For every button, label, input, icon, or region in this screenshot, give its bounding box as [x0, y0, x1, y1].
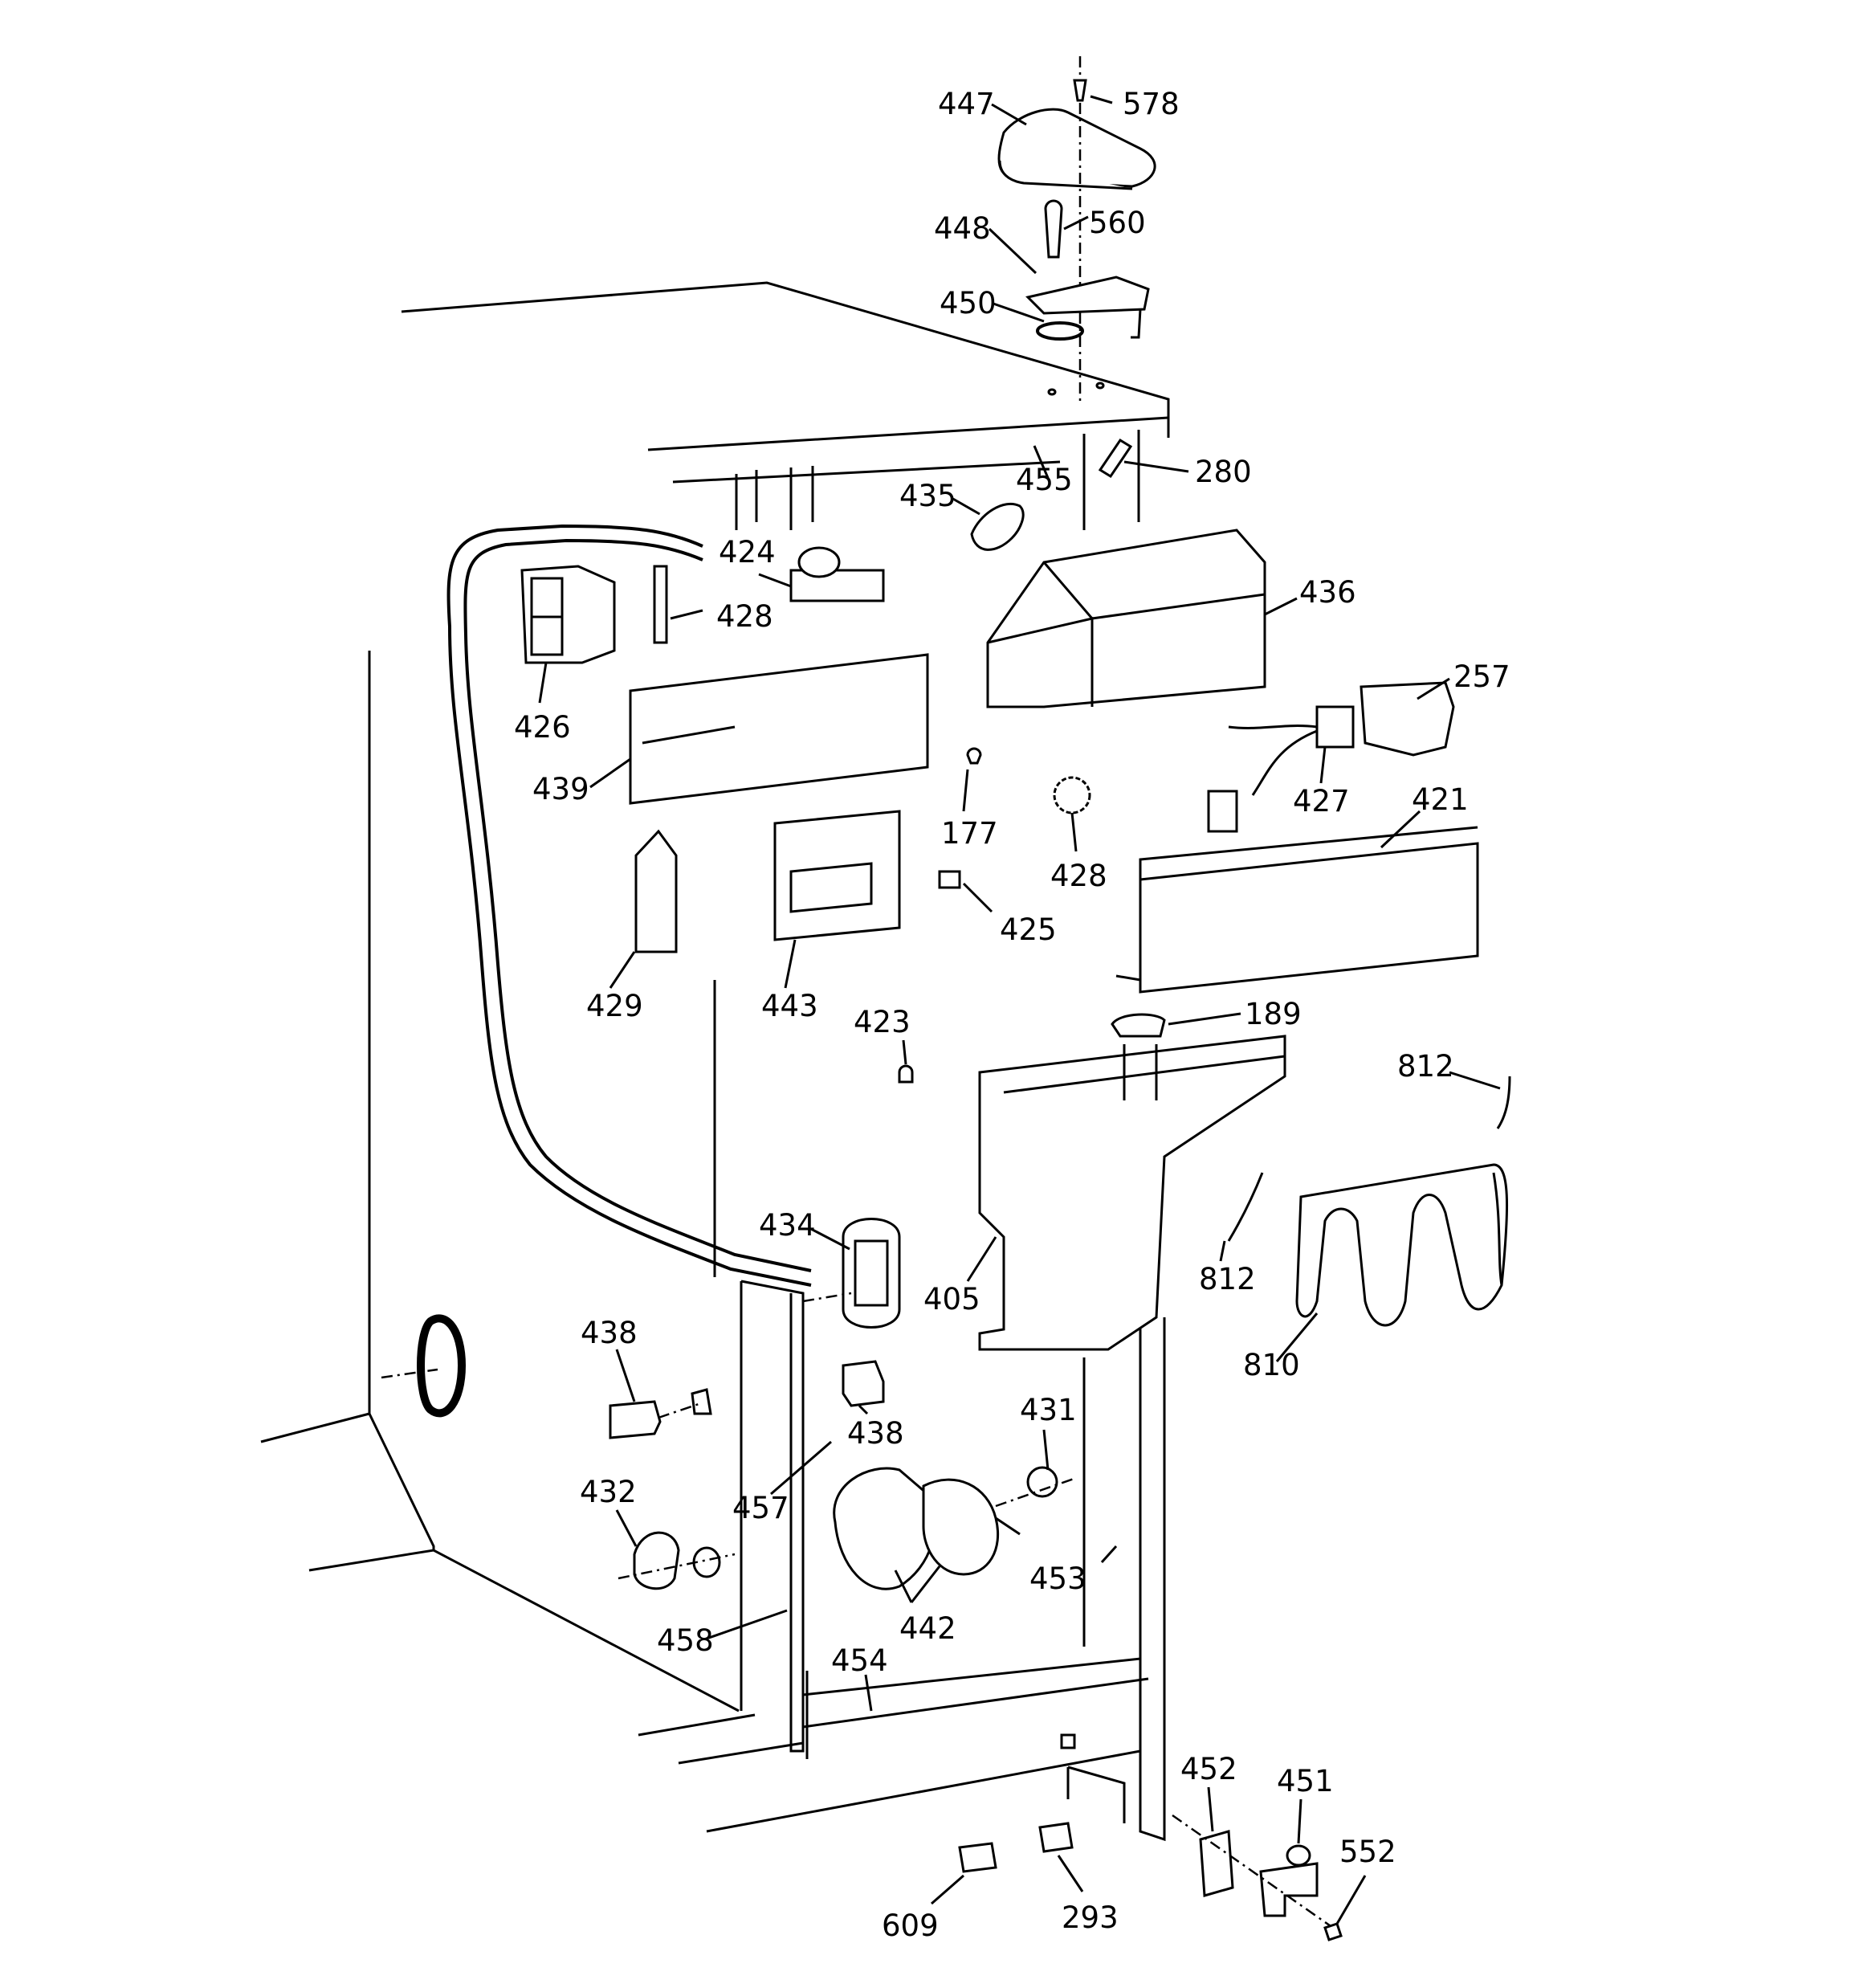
label-578: 578 — [1123, 87, 1180, 121]
label-280: 280 — [1195, 455, 1252, 489]
components-upper — [520, 438, 1479, 1084]
label-453: 453 — [1029, 1561, 1086, 1596]
label-189: 189 — [1245, 997, 1302, 1031]
label-429: 429 — [586, 989, 643, 1023]
label-810: 810 — [1243, 1348, 1300, 1382]
label-434: 434 — [759, 1208, 816, 1243]
label-448: 448 — [934, 211, 991, 246]
label-438-left: 438 — [581, 1316, 638, 1350]
label-436: 436 — [1299, 575, 1356, 610]
label-405: 405 — [923, 1282, 980, 1316]
hinge-cap-assembly — [997, 56, 1156, 402]
label-609: 609 — [882, 1908, 939, 1943]
label-426: 426 — [514, 710, 571, 745]
label-293: 293 — [1062, 1900, 1119, 1935]
part-number-labels: 447 578 448 560 450 455 280 435 424 428 … — [514, 87, 1510, 1943]
components-middle — [609, 1035, 1511, 1941]
label-425: 425 — [1000, 912, 1057, 947]
label-177: 177 — [941, 816, 998, 851]
label-458: 458 — [657, 1623, 714, 1658]
label-455: 455 — [1016, 463, 1073, 497]
label-423: 423 — [854, 1005, 911, 1039]
label-421: 421 — [1412, 782, 1469, 817]
leader-lines — [538, 95, 1501, 1925]
label-432: 432 — [580, 1475, 637, 1509]
label-812-upper: 812 — [1397, 1049, 1454, 1084]
label-450: 450 — [940, 286, 997, 320]
label-257: 257 — [1453, 659, 1510, 694]
label-457: 457 — [732, 1491, 789, 1525]
label-452: 452 — [1180, 1752, 1237, 1786]
label-552: 552 — [1339, 1835, 1396, 1869]
label-424: 424 — [719, 535, 776, 569]
label-454: 454 — [831, 1643, 888, 1678]
cabinet-frame — [260, 281, 1170, 1842]
label-560: 560 — [1089, 206, 1146, 240]
label-451: 451 — [1277, 1764, 1334, 1798]
label-428-upper: 428 — [716, 599, 773, 634]
label-435: 435 — [899, 479, 956, 513]
label-431: 431 — [1020, 1393, 1077, 1427]
label-438-right: 438 — [847, 1416, 904, 1451]
label-428-lower: 428 — [1050, 859, 1107, 893]
label-443: 443 — [761, 989, 818, 1023]
label-439: 439 — [532, 772, 589, 806]
label-447: 447 — [938, 87, 995, 121]
label-427: 427 — [1293, 784, 1350, 818]
label-812-lower: 812 — [1199, 1262, 1256, 1296]
label-442: 442 — [899, 1611, 956, 1646]
